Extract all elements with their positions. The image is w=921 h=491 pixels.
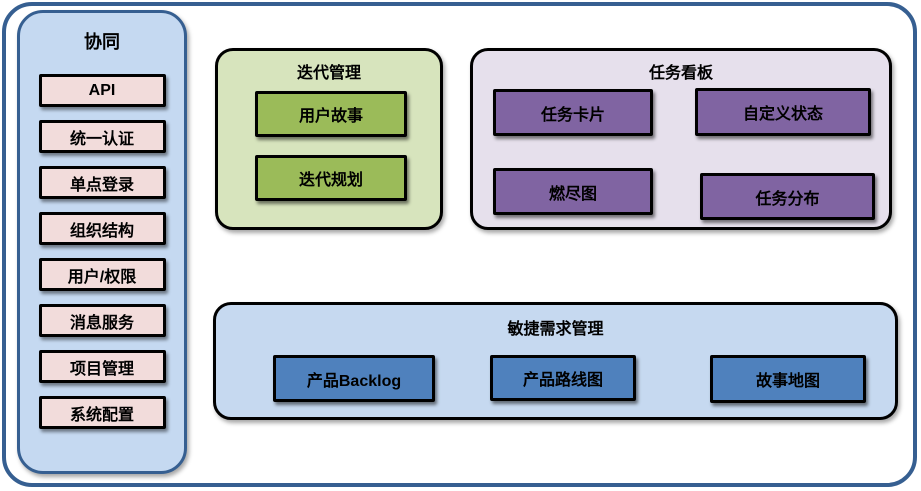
sidebar-item-sso: 单点登录 xyxy=(38,166,166,199)
node-custom-status: 自定义状态 xyxy=(695,88,871,136)
sidebar-item-system-config: 系统配置 xyxy=(38,396,166,429)
group-requirements-title: 敏捷需求管理 xyxy=(507,321,604,338)
sidebar-title: 协同 xyxy=(84,32,120,52)
sidebar-item-message-service: 消息服务 xyxy=(38,304,166,337)
group-iteration-title: 迭代管理 xyxy=(296,65,361,82)
sidebar-collaboration: 协同 API 统一认证 单点登录 组织结构 用户/权限 消息服务 项目管理 系统… xyxy=(17,10,187,474)
node-product-backlog: 产品Backlog xyxy=(273,355,435,402)
node-task-distribution: 任务分布 xyxy=(700,173,875,220)
group-iteration-management: 迭代管理 用户故事 迭代规划 xyxy=(215,48,443,230)
sidebar-item-project-management: 项目管理 xyxy=(38,350,166,383)
sidebar-item-user-permission: 用户/权限 xyxy=(38,258,166,291)
node-story-map: 故事地图 xyxy=(710,355,866,403)
sidebar-item-api: API xyxy=(38,74,166,107)
group-agile-requirements: 敏捷需求管理 产品Backlog 产品路线图 故事地图 xyxy=(213,302,898,420)
node-iteration-planning: 迭代规划 xyxy=(255,155,407,201)
group-task-board: 任务看板 任务卡片 自定义状态 燃尽图 任务分布 xyxy=(470,48,892,230)
sidebar-item-unified-auth: 统一认证 xyxy=(38,120,166,153)
node-burndown-chart: 燃尽图 xyxy=(493,168,653,215)
node-user-story: 用户故事 xyxy=(255,91,407,137)
sidebar-item-org-structure: 组织结构 xyxy=(38,212,166,245)
sidebar-item-list: API 统一认证 单点登录 组织结构 用户/权限 消息服务 项目管理 系统配置 xyxy=(38,74,166,429)
node-product-roadmap: 产品路线图 xyxy=(490,355,636,401)
group-taskboard-title: 任务看板 xyxy=(648,65,713,82)
node-task-card: 任务卡片 xyxy=(493,89,653,136)
